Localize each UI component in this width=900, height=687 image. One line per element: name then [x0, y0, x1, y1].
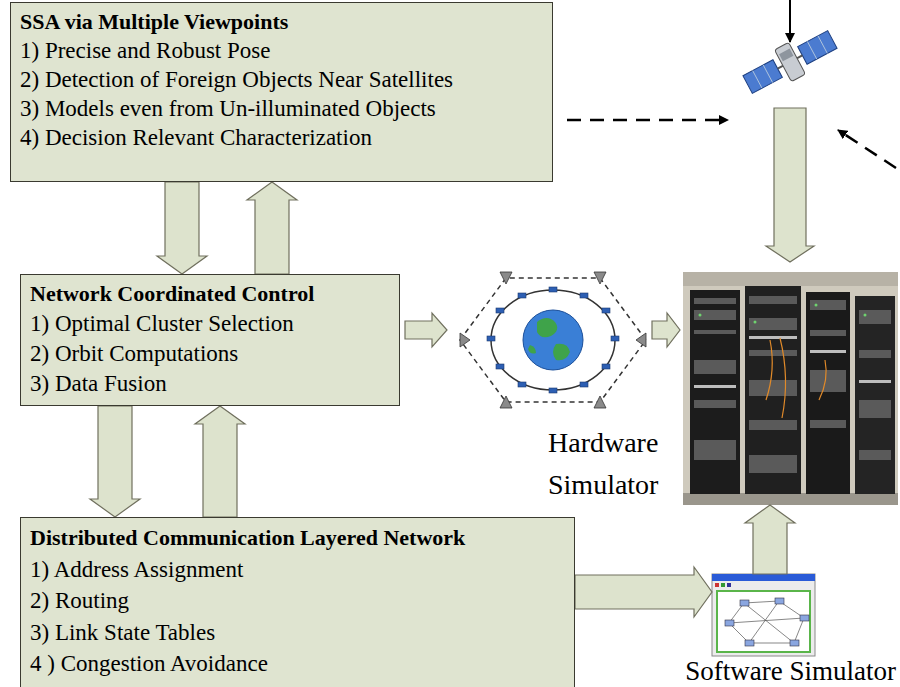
incoming-arrow	[789, 0, 791, 42]
list-item: 2) Routing	[30, 585, 564, 617]
server-rack-photo	[683, 272, 898, 505]
list-item: 3) Data Fusion	[30, 369, 389, 399]
list-item: 2) Detection of Foreign Objects Near Sat…	[20, 65, 542, 94]
process-box: Distributed Communication Layered Networ…	[20, 517, 575, 687]
block-arrow	[90, 406, 140, 517]
block-arrow	[405, 313, 447, 347]
list-item: 3) Models even from Un-illuminated Objec…	[20, 94, 542, 123]
list-item: 4 ) Congestion Avoidance	[30, 648, 564, 680]
block-arrow	[766, 108, 814, 262]
block-arrow	[652, 313, 680, 347]
block-arrow	[195, 406, 245, 517]
dashed-arrow	[567, 119, 728, 122]
list-item: 1) Precise and Robust Pose	[20, 36, 542, 65]
simulator-label: Hardware Simulator	[548, 422, 680, 506]
list-item: 1) Optimal Cluster Selection	[30, 309, 389, 339]
block-arrow	[157, 182, 207, 274]
simulator-picture: Hardware Simulator	[683, 272, 898, 505]
list-item: 3) Link State Tables	[30, 617, 564, 649]
constellation-figure	[460, 272, 646, 408]
box-heading: Network Coordinated Control	[30, 279, 389, 309]
block-arrow	[247, 182, 297, 274]
simulator-picture: Software Simulator	[712, 574, 815, 656]
process-box: SSA via Multiple Viewpoints1) Precise an…	[10, 2, 553, 182]
block-arrow	[745, 505, 795, 574]
list-item: 2) Orbit Computations	[30, 339, 389, 369]
dashed-arrow	[838, 130, 896, 168]
software-screenshot	[712, 574, 815, 656]
list-item: 4) Decision Relevant Characterization	[20, 123, 542, 152]
block-arrow	[575, 567, 712, 617]
box-heading: Distributed Communication Layered Networ…	[30, 522, 564, 554]
box-heading: SSA via Multiple Viewpoints	[20, 7, 542, 36]
list-item: 1) Address Assignment	[30, 554, 564, 586]
simulator-label: Software Simulator	[685, 658, 896, 685]
process-box: Network Coordinated Control1) Optimal Cl…	[20, 274, 400, 406]
